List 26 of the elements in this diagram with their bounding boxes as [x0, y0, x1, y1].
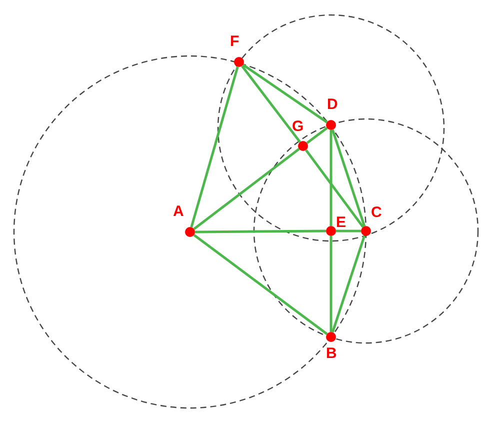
point-dot — [326, 120, 336, 130]
point-dot — [326, 226, 336, 236]
line-segment — [304, 149, 364, 228]
line-segment — [330, 130, 332, 226]
line-segment — [331, 235, 366, 333]
point-label: G — [292, 119, 304, 135]
line-segment — [193, 234, 328, 336]
line-segment — [190, 66, 239, 228]
point-label: E — [336, 215, 346, 231]
point-dot — [234, 57, 244, 67]
point-label: D — [327, 97, 338, 113]
line-segment — [336, 230, 361, 232]
line-segment — [306, 127, 328, 144]
line-segment — [330, 236, 332, 332]
point-label: A — [173, 204, 184, 220]
point-dot — [326, 332, 336, 342]
point-dot — [361, 226, 371, 236]
line-segment — [331, 129, 366, 227]
point-dot — [185, 227, 195, 237]
line-segment — [241, 65, 301, 143]
point-label: B — [326, 346, 337, 362]
point-label: F — [230, 34, 240, 50]
point-label: C — [371, 205, 382, 221]
line-segment — [193, 148, 300, 230]
line-segment — [195, 230, 326, 234]
line-segment — [242, 64, 328, 124]
